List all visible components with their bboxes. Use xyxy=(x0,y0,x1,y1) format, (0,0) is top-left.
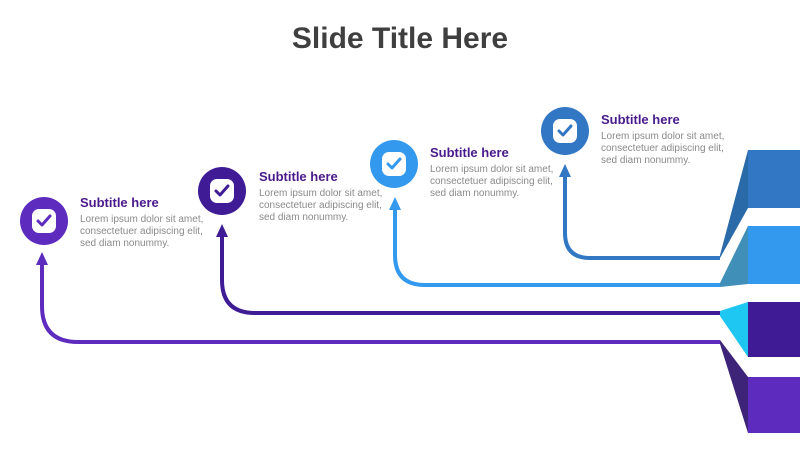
step-4-badge xyxy=(541,107,589,155)
arrow-head-3 xyxy=(389,197,401,210)
bar-2-side xyxy=(720,226,748,287)
step-4-text: Subtitle here Lorem ipsum dolor sit amet… xyxy=(601,112,731,167)
step-1-body: Lorem ipsum dolor sit amet, consectetuer… xyxy=(80,214,204,249)
arrow-line-4 xyxy=(563,175,720,260)
step-2-text: Subtitle here Lorem ipsum dolor sit amet… xyxy=(259,169,389,224)
step-1-subtitle: Subtitle here xyxy=(80,195,159,210)
step-3-body: Lorem ipsum dolor sit amet, consectetuer… xyxy=(430,164,554,199)
step-3-text: Subtitle here Lorem ipsum dolor sit amet… xyxy=(430,145,560,200)
step-4-subtitle: Subtitle here xyxy=(601,112,680,127)
step-1-text: Subtitle here Lorem ipsum dolor sit amet… xyxy=(80,195,210,250)
arrow-line-1 xyxy=(40,263,720,344)
arrow-connectors xyxy=(36,164,720,344)
step-2-body: Lorem ipsum dolor sit amet, consectetuer… xyxy=(259,188,383,223)
step-2-subtitle: Subtitle here xyxy=(259,169,338,184)
step-4-body: Lorem ipsum dolor sit amet, consectetuer… xyxy=(601,131,725,166)
check-icon xyxy=(32,209,56,233)
bar-3 xyxy=(748,302,800,357)
bar-1 xyxy=(748,150,800,208)
check-icon xyxy=(553,119,577,143)
bar-1-side xyxy=(720,150,748,258)
step-1-badge xyxy=(20,197,68,245)
stacked-bars xyxy=(720,150,800,433)
arrow-line-3 xyxy=(393,208,720,287)
step-2-badge xyxy=(198,167,246,215)
arrow-line-2 xyxy=(220,235,720,315)
slide-title: Slide Title Here xyxy=(291,22,509,55)
check-icon xyxy=(382,152,406,176)
check-icon xyxy=(210,179,234,203)
arrow-head-2 xyxy=(216,224,228,237)
arrow-head-4 xyxy=(559,164,571,177)
bar-2 xyxy=(748,226,800,284)
bar-4-side xyxy=(720,340,748,433)
bar-4 xyxy=(748,377,800,433)
step-3-subtitle: Subtitle here xyxy=(430,145,509,160)
arrow-head-1 xyxy=(36,252,48,265)
bar-3-side xyxy=(720,302,748,357)
step-3-badge xyxy=(370,140,418,188)
